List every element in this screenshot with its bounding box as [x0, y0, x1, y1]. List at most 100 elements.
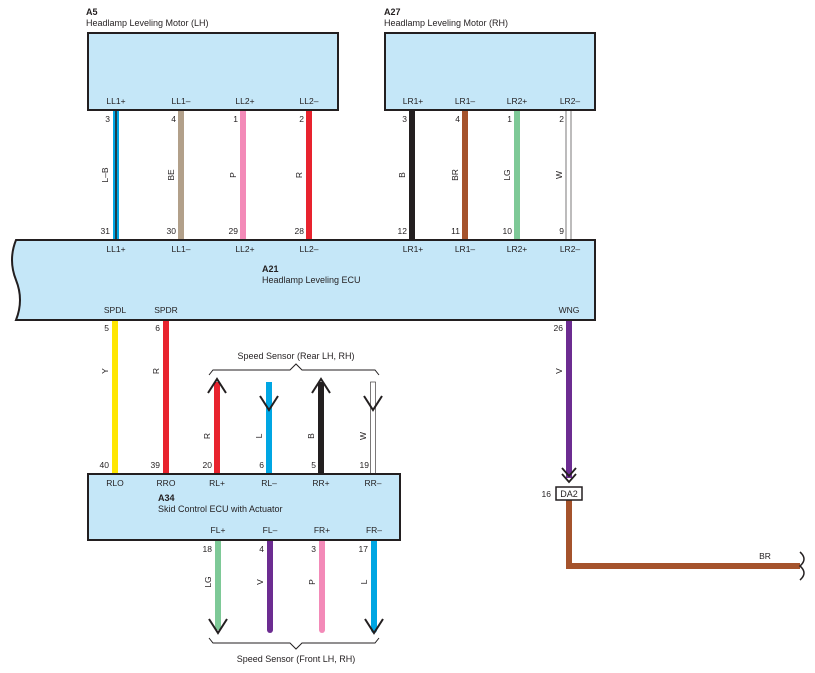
front-sensor-label: Speed Sensor (Front LH, RH) [237, 654, 356, 664]
wng-arrow-1 [561, 467, 577, 478]
a34-pin-3: 3 [311, 544, 316, 554]
a21-pin-30: 30 [167, 226, 177, 236]
a34-pin-19: 19 [360, 460, 370, 470]
wng-arrow-2 [561, 473, 577, 484]
a21-pin-12: 12 [398, 226, 408, 236]
a34-pin-4: 4 [259, 544, 264, 554]
a21-terminal-ll1p: LL1+ [106, 244, 125, 254]
a21-pin-29: 29 [229, 226, 239, 236]
wire-label-lb: L–B [100, 167, 110, 182]
rear-sensor-label: Speed Sensor (Rear LH, RH) [237, 351, 354, 361]
wire-rear-rrm [370, 381, 376, 475]
rear-arrow-rrp-icon [311, 377, 331, 394]
a27-code: A27 [384, 7, 401, 17]
wire-a27-lr2m [565, 109, 572, 241]
a27-pin-2: 2 [559, 114, 564, 124]
wire-label-y: Y [100, 368, 110, 374]
a5-pin-1: 1 [233, 114, 238, 124]
a27-terminal-lr2m: LR2– [560, 96, 581, 106]
front-wire-label-p: P [307, 579, 317, 585]
a34-pin-6: 6 [259, 460, 264, 470]
a21-terminal-ll2p: LL2+ [235, 244, 254, 254]
a21-pin-10: 10 [503, 226, 513, 236]
a34-terminal-rlm: RL– [261, 478, 277, 488]
front-sensor-bracket [208, 637, 380, 650]
a34-terminal-rlo: RLO [106, 478, 124, 488]
a21-pin-31: 31 [101, 226, 111, 236]
a21-pin-28: 28 [295, 226, 305, 236]
rear-arrow-rlp-icon [207, 377, 227, 394]
a21-terminal-ll2m: LL2– [300, 244, 319, 254]
wire-label-v-wng: V [554, 368, 564, 374]
a21-ecu-box [11, 239, 596, 321]
a5-connector-box [87, 32, 339, 111]
a21-pin-9: 9 [559, 226, 564, 236]
wire-label-r: R [294, 172, 304, 178]
a27-pin-1: 1 [507, 114, 512, 124]
a27-pin-4: 4 [455, 114, 460, 124]
a5-terminal-ll1p: LL1+ [106, 96, 125, 106]
a34-terminal-flm: FL– [263, 525, 278, 535]
wire-label-w: W [554, 171, 564, 179]
a21-terminal-lr2m: LR2– [560, 244, 581, 254]
wire-break-icon [798, 551, 805, 581]
a21-name: Headlamp Leveling ECU [262, 275, 361, 285]
a34-pin-17: 17 [359, 544, 369, 554]
front-arrow-frm-icon [364, 618, 384, 635]
a27-name: Headlamp Leveling Motor (RH) [384, 18, 508, 28]
a21-terminal-spdl: SPDL [104, 305, 126, 315]
wire-da2-out [566, 500, 800, 569]
a34-pin-40: 40 [100, 460, 110, 470]
a34-terminal-rrp: RR+ [312, 478, 329, 488]
a27-pin-3: 3 [402, 114, 407, 124]
wire-label-br-out: BR [759, 551, 771, 561]
wire-label-lg: LG [502, 169, 512, 180]
a21-terminal-wng: WNG [559, 305, 580, 315]
a5-name: Headlamp Leveling Motor (LH) [86, 18, 209, 28]
a21-terminal-spdr: SPDR [154, 305, 178, 315]
a34-name: Skid Control ECU with Actuator [158, 504, 283, 514]
a27-terminal-lr2p: LR2+ [507, 96, 528, 106]
rear-arrow-rlm-icon [259, 395, 279, 412]
a34-terminal-flp: FL+ [211, 525, 226, 535]
a21-pin-6: 6 [155, 323, 160, 333]
a5-terminal-ll2m: LL2– [300, 96, 319, 106]
a21-code: A21 [262, 264, 279, 274]
rear-wire-label-w: W [358, 432, 368, 440]
a21-terminal-lr1m: LR1– [455, 244, 476, 254]
a5-pin-4: 4 [171, 114, 176, 124]
a34-terminal-frm: FR– [366, 525, 382, 535]
da2-code: DA2 [560, 489, 578, 499]
front-wire-label-l: L [359, 579, 369, 584]
a5-terminal-ll2p: LL2+ [235, 96, 254, 106]
a34-terminal-rro: RRO [157, 478, 176, 488]
a5-pin-3: 3 [105, 114, 110, 124]
front-wire-label-lg: LG [203, 576, 213, 587]
a21-pin-5: 5 [104, 323, 109, 333]
a34-pin-18: 18 [203, 544, 213, 554]
rear-wire-label-b: B [306, 433, 316, 439]
a34-terminal-rrm: RR– [364, 478, 381, 488]
wire-label-p: P [228, 172, 238, 178]
rear-wire-label-l: L [254, 433, 264, 438]
a5-code: A5 [86, 7, 98, 17]
a27-connector-box [384, 32, 596, 111]
a27-terminal-lr1m: LR1– [455, 96, 476, 106]
a21-pin-26: 26 [554, 323, 564, 333]
front-arrow-flp-icon [208, 618, 228, 635]
a21-terminal-ll1m: LL1– [172, 244, 191, 254]
a21-terminal-lr2p: LR2+ [507, 244, 528, 254]
a34-code: A34 [158, 493, 175, 503]
wire-label-br: BR [450, 169, 460, 181]
a34-pin-5: 5 [311, 460, 316, 470]
a27-terminal-lr1p: LR1+ [403, 96, 424, 106]
wire-label-be: BE [166, 169, 176, 181]
a5-terminal-ll1m: LL1– [172, 96, 191, 106]
front-wire-label-v: V [255, 579, 265, 585]
a21-pin-11: 11 [451, 226, 460, 236]
a34-ecu-box [87, 473, 401, 541]
a34-terminal-rlp: RL+ [209, 478, 225, 488]
a34-pin-39: 39 [151, 460, 161, 470]
a21-terminal-lr1p: LR1+ [403, 244, 424, 254]
